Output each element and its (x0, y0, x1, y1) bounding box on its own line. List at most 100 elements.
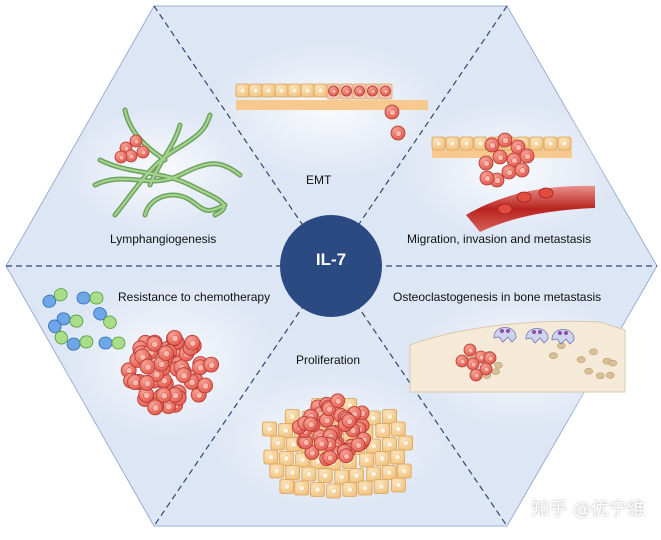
normal-nucleus (386, 441, 393, 448)
tumor-nucleus (389, 109, 396, 116)
tumor-nucleus (483, 366, 490, 373)
normal-nucleus (282, 427, 289, 434)
bone-illustration (409, 320, 626, 393)
normal-nucleus (561, 140, 568, 147)
label-lymphangiogenesis: Lymphangiogenesis (110, 232, 217, 246)
label-emt: EMT (306, 173, 332, 187)
bone-cell (491, 368, 500, 375)
normal-nucleus (362, 484, 369, 492)
normal-nucleus (402, 439, 409, 447)
blood-vessel (466, 185, 595, 232)
normal-nucleus (370, 442, 377, 450)
normal-nucleus (547, 140, 554, 147)
label-proliferation: Proliferation (296, 353, 361, 367)
tumor-nucleus (383, 89, 389, 94)
capsule (42, 288, 68, 308)
osteoclast-nucleus (506, 329, 510, 333)
capsule-half-green (54, 330, 68, 345)
normal-nucleus (317, 87, 324, 94)
tumor-nucleus (133, 138, 140, 145)
bone-cell (589, 348, 598, 356)
normal-nucleus (239, 87, 246, 94)
capsule (98, 336, 126, 350)
tumor-nucleus (343, 453, 350, 460)
tumor-nucleus (478, 354, 485, 361)
tumor-nucleus (395, 130, 402, 137)
tumor-nucleus (128, 153, 135, 160)
normal-nucleus (370, 414, 377, 422)
center-label: IL-7 (315, 250, 347, 269)
lymph-glow (65, 105, 255, 235)
tumor-nucleus (470, 361, 477, 368)
tumor-nucleus (144, 363, 152, 371)
normal-nucleus (379, 455, 386, 462)
tumor-nucleus (318, 440, 325, 448)
normal-nucleus (289, 413, 296, 420)
bone-cell (596, 372, 605, 380)
normal-nucleus (353, 472, 360, 479)
normal-nucleus (346, 486, 353, 493)
bone-cell (608, 359, 617, 367)
normal-nucleus (449, 140, 456, 147)
tumor-nucleus (202, 382, 210, 390)
normal-nucleus (330, 487, 337, 495)
tumor-nucleus (197, 364, 205, 372)
normal-nucleus (290, 441, 297, 448)
chemo-illustration (42, 288, 220, 416)
tumor-nucleus (506, 169, 513, 176)
capsule-half-green (69, 314, 84, 328)
osteoclast-nucleus (564, 331, 568, 335)
emt-illustration (235, 83, 428, 141)
normal-nucleus (283, 455, 290, 462)
normal-nucleus (266, 425, 273, 433)
osteoclast (525, 328, 549, 344)
tumor-nucleus (515, 144, 522, 151)
tumor-nucleus (355, 442, 362, 449)
tumor-nucleus (163, 350, 170, 358)
normal-nucleus (363, 456, 370, 464)
red-blood-cell (516, 191, 532, 203)
normal-nucleus (338, 473, 345, 481)
normal-nucleus (395, 481, 402, 489)
normal-nucleus (314, 486, 321, 493)
tumor-nucleus (160, 377, 168, 385)
tumor-nucleus (189, 339, 197, 347)
capsule (56, 312, 84, 328)
tumor-nucleus (180, 372, 188, 380)
normal-nucleus (305, 470, 312, 478)
tumor-nucleus (497, 154, 504, 161)
normal-nucleus (395, 425, 402, 433)
normal-nucleus (370, 470, 377, 478)
normal-nucleus (378, 483, 385, 490)
tumor-nucleus (188, 379, 196, 386)
capsule-half-blue (98, 336, 113, 350)
normal-nucleus (267, 453, 274, 461)
bone-cell (549, 352, 558, 359)
normal-nucleus (273, 467, 280, 475)
tumor-nucleus (350, 427, 357, 434)
capsule-half-green (89, 291, 104, 305)
tumor-nucleus (344, 89, 350, 94)
lymph-vessel-network (92, 107, 243, 218)
label-osteoclast: Osteoclastogenesis in bone metastasis (393, 290, 602, 304)
capsule-half-green (111, 336, 126, 350)
normal-nucleus (477, 140, 484, 147)
tumor-nucleus (195, 391, 203, 399)
osteoclast-nucleus (558, 331, 562, 335)
tumor-nucleus (524, 153, 531, 160)
tumor-nucleus (171, 334, 179, 342)
osteoclast-nucleus (532, 330, 536, 334)
tumor-nucleus (489, 142, 496, 149)
normal-nucleus (283, 483, 290, 490)
bone-cell (605, 371, 615, 379)
tumor-nucleus (484, 175, 491, 182)
tumor-nucleus (151, 340, 159, 348)
label-chemo: Resistance to chemotherapy (118, 290, 271, 304)
normal-nucleus (322, 472, 329, 479)
tumor-nucleus (370, 89, 376, 94)
osteoclast (493, 327, 517, 343)
bone-cell (494, 361, 503, 369)
osteoclast-nucleus (538, 330, 542, 334)
normal-nucleus (298, 484, 305, 492)
